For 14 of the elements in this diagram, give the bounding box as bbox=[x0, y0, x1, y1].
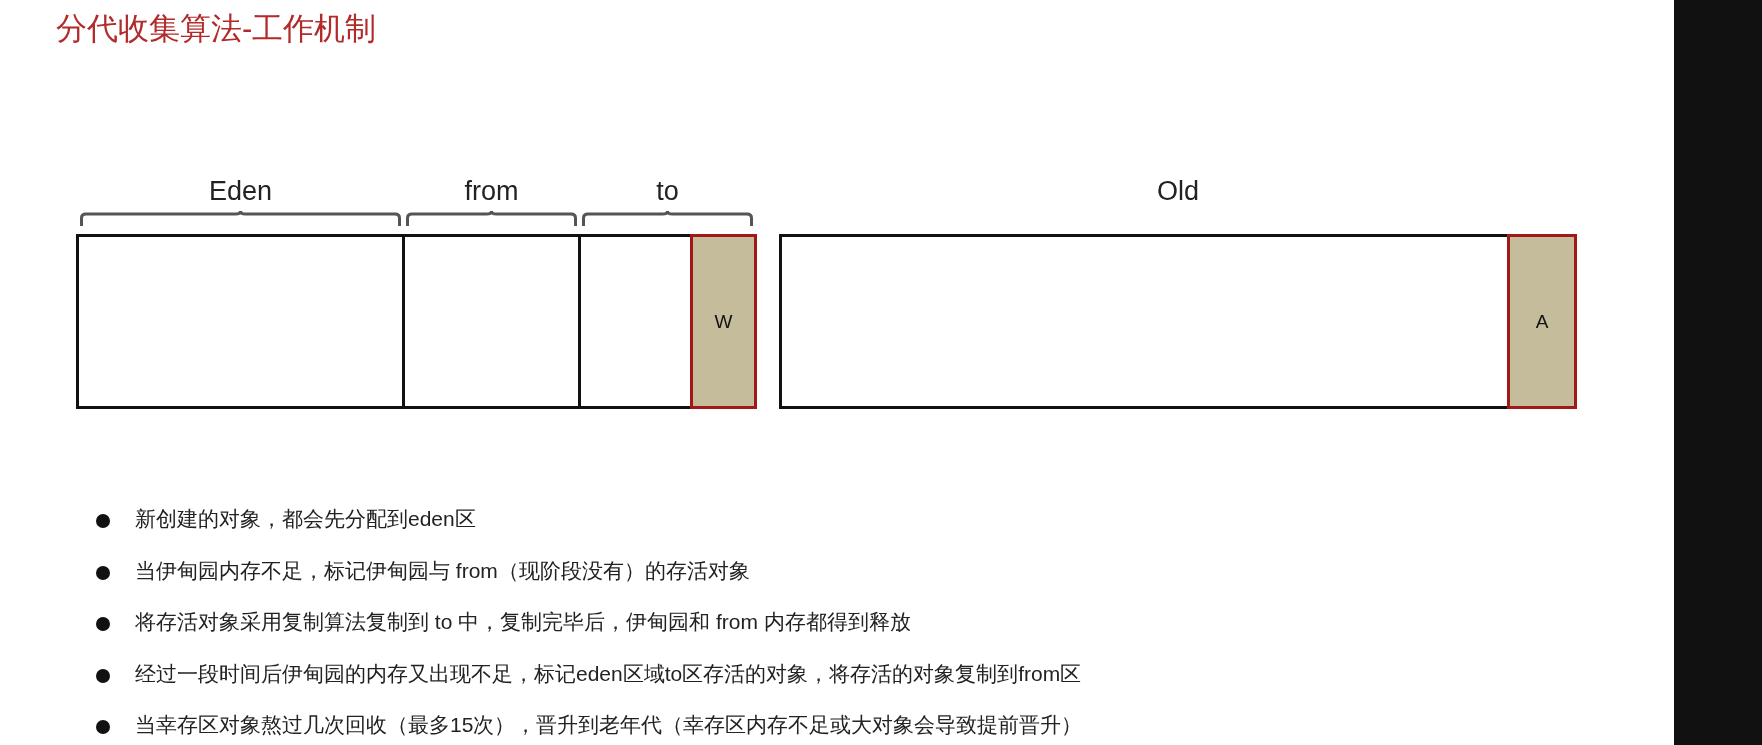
bullet-text: 将存活对象采用复制算法复制到 to 中，复制完毕后，伊甸园和 from 内存都得到释放 bbox=[135, 609, 911, 635]
page-title: 分代收集算法-工作机制 bbox=[56, 10, 377, 48]
region-label: Eden bbox=[207, 175, 274, 208]
region-label: to bbox=[655, 175, 680, 208]
bullet-text: 当幸存区对象熬过几次回收（最多15次），晋升到老年代（幸存区内存不足或大对象会导致提前晋升） bbox=[135, 712, 1083, 738]
bullet-text: 经过一段时间后伊甸园的内存又出现不足，标记eden区域to区存活的对象，将存活的对象复制到from区 bbox=[135, 660, 1082, 687]
bullet-text: 当伊甸园内存不足，标记伊甸园与 from（现阶段没有）的存活对象 bbox=[135, 557, 750, 584]
object-block bbox=[690, 234, 757, 409]
object-block bbox=[1507, 234, 1577, 409]
object-label: W bbox=[714, 310, 733, 333]
region-label: Old bbox=[1156, 175, 1200, 208]
object-label: A bbox=[1535, 310, 1549, 333]
bullet-text: 新创建的对象，都会先分配到eden区 bbox=[135, 506, 476, 532]
region-label: from bbox=[463, 175, 520, 208]
